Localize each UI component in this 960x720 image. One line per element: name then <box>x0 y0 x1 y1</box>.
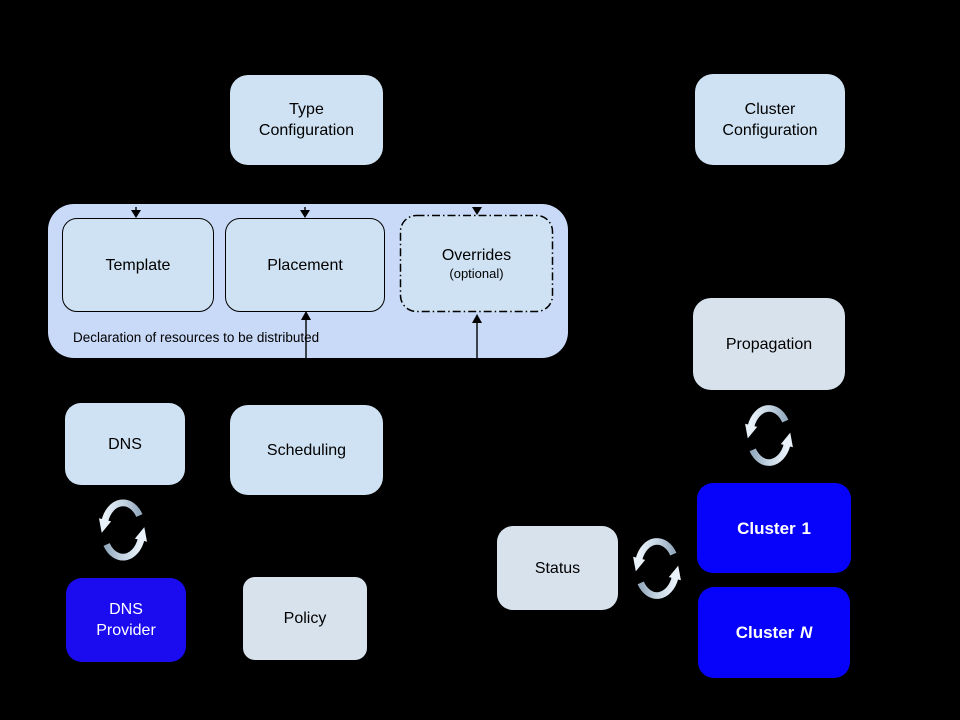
sync-icon-status-cluster <box>630 532 684 605</box>
node-cluster-n-prefix: Cluster <box>735 623 795 642</box>
node-type-configuration-label-line1: Type <box>289 101 324 118</box>
node-scheduling-label: Scheduling <box>266 441 347 459</box>
node-overrides: Overrides (optional) <box>400 215 553 312</box>
node-cluster-configuration-label-line2: Configuration <box>722 121 818 139</box>
node-placement: Placement <box>225 218 385 312</box>
node-overrides-note: (optional) <box>449 266 504 281</box>
node-cluster-configuration-label-line1: Cluster <box>744 100 796 118</box>
node-cluster-n-label: Cluster N <box>736 622 813 643</box>
node-template-label: Template <box>105 256 171 274</box>
node-type-configuration: Type Configuration <box>230 75 383 165</box>
node-cluster-n-id: N <box>800 623 813 642</box>
node-propagation: Propagation <box>693 298 845 390</box>
node-dns-provider: DNS Provider <box>66 578 186 662</box>
node-template: Template <box>62 218 214 312</box>
node-status: Status <box>497 526 618 610</box>
node-dns-provider-label-line2: Provider <box>96 622 156 639</box>
node-dns-label: DNS <box>108 435 142 453</box>
node-dns-provider-label-line1: DNS <box>109 601 143 618</box>
node-policy: Policy <box>243 577 367 660</box>
node-propagation-label: Propagation <box>725 335 813 353</box>
node-dns: DNS <box>65 403 185 485</box>
node-cluster-configuration: Cluster Configuration <box>695 74 845 165</box>
node-cluster-1-id: 1 <box>801 518 811 538</box>
node-type-configuration-label-line2: Configuration <box>258 122 355 139</box>
node-status-label: Status <box>534 559 581 577</box>
declaration-group: Template Placement Overrides (optional) … <box>48 204 568 358</box>
node-cluster-1-prefix: Cluster <box>737 518 796 538</box>
sync-icon-dns-provider <box>96 493 150 567</box>
node-overrides-label: Overrides <box>441 247 512 264</box>
node-scheduling: Scheduling <box>230 405 383 495</box>
node-cluster-n: Cluster N <box>698 587 850 678</box>
node-policy-label: Policy <box>283 610 327 627</box>
sync-icon-propagation-cluster <box>742 399 796 472</box>
node-placement-label: Placement <box>267 256 343 274</box>
declaration-group-caption: Declaration of resources to be distribut… <box>73 330 320 345</box>
